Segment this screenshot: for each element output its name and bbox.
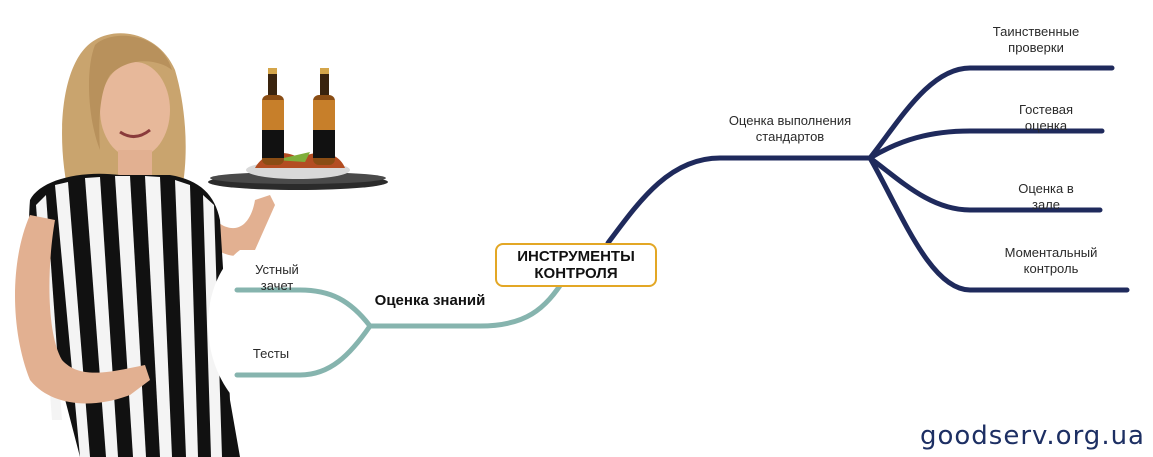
central-node: ИНСТРУМЕНТЫ КОНТРОЛЯ	[495, 243, 657, 287]
knowledge-child-tests: Тесты	[236, 346, 306, 362]
standards-child-instant: Моментальный контроль	[985, 245, 1117, 276]
knowledge-child-oral: Устный зачет	[235, 262, 319, 293]
knowledge-branch-label: Оценка знаний	[360, 292, 500, 310]
site-watermark: goodserv.org.ua	[920, 421, 1145, 451]
standards-child-hall: Оценка в зале	[990, 181, 1102, 212]
standards-child-mystery: Таинственные проверки	[970, 24, 1102, 55]
standards-child-guest: Гостевая оценка	[985, 102, 1107, 133]
standards-branch-label: Оценка выполнения стандартов	[700, 113, 880, 144]
